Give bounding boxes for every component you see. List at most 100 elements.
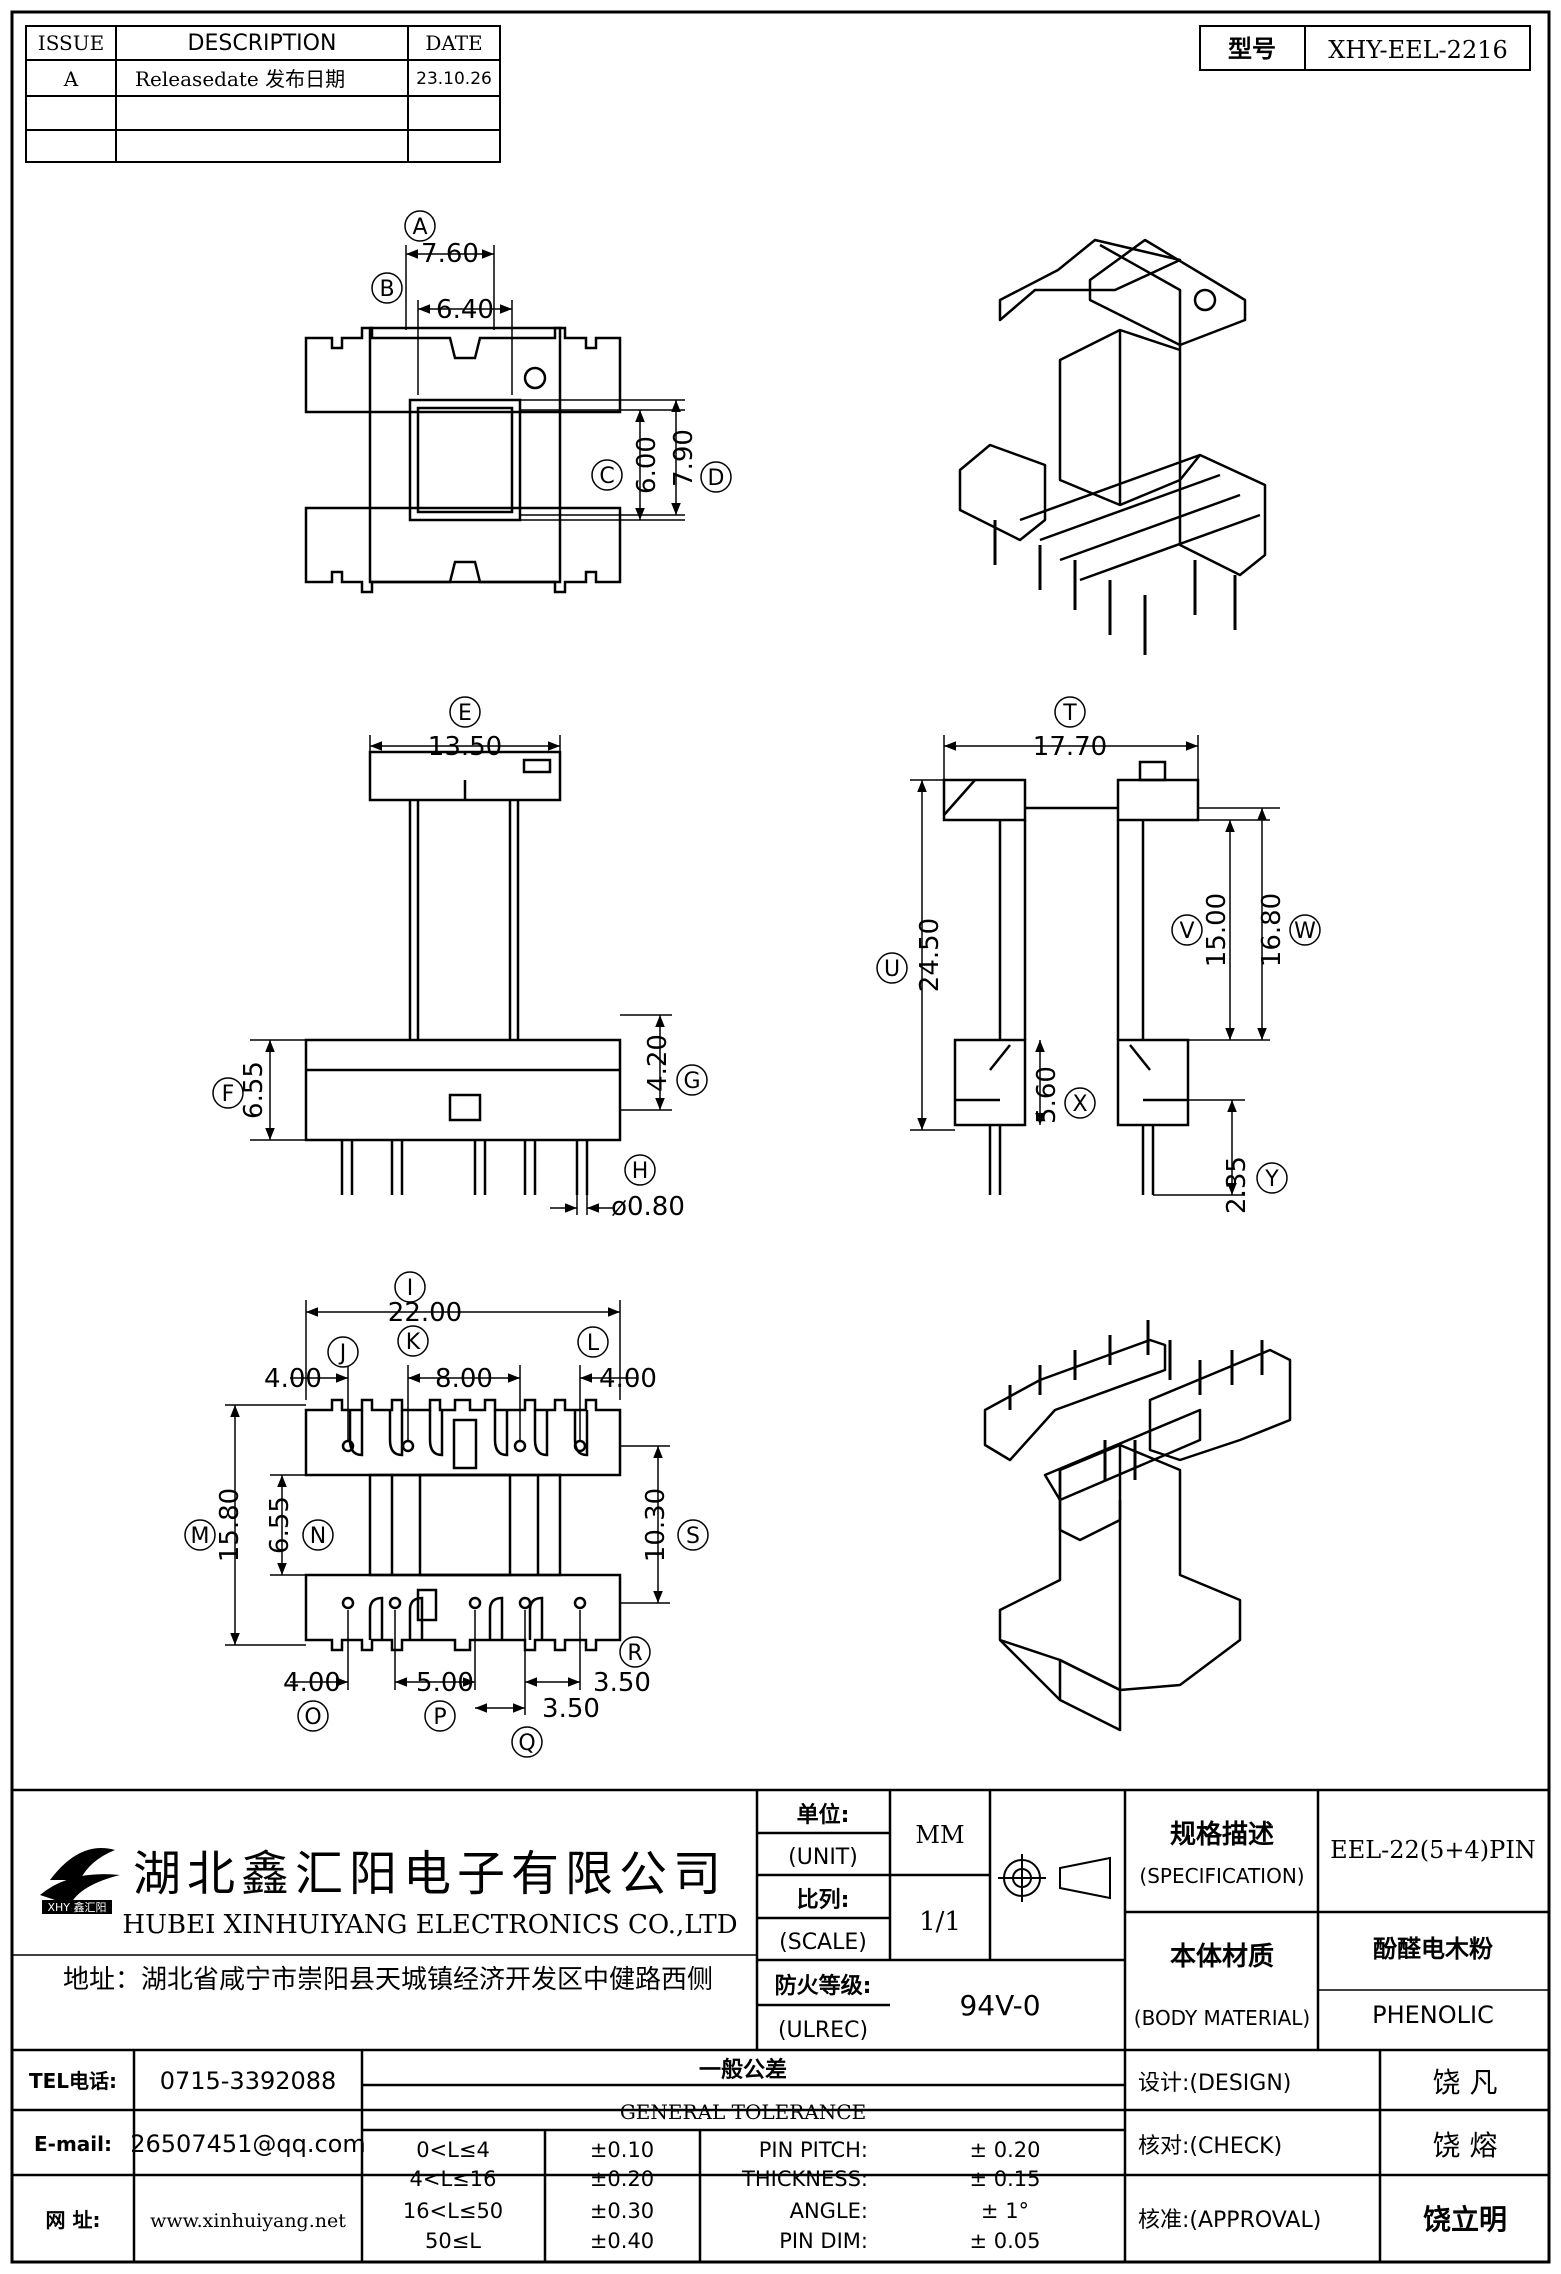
tol-range-0: 0<L≤4	[416, 2138, 490, 2162]
dim-y-value: 2.35	[1222, 1156, 1252, 1214]
side-view-dimension-lines	[910, 735, 1280, 1196]
dim-w-value: 16.80	[1257, 893, 1287, 967]
tol-item-0: PIN PITCH:	[759, 2138, 868, 2162]
spec-label-cn: 规格描述	[1170, 1819, 1274, 1850]
svg-text:S: S	[686, 1524, 700, 1549]
svg-text:N: N	[310, 1524, 326, 1549]
svg-text:M: M	[191, 1524, 210, 1549]
svg-text:J: J	[338, 1341, 347, 1366]
balloon-a: A	[404, 210, 436, 242]
tol-item-2: ANGLE:	[790, 2199, 868, 2223]
dim-q-value: 3.50	[542, 1694, 600, 1724]
balloon-g: G	[676, 1064, 708, 1096]
company-name-en: HUBEI XINHUIYANG ELECTRONICS CO.,LTD	[122, 1910, 737, 1940]
tol-value-3: ±0.40	[590, 2229, 654, 2253]
svg-text:I: I	[407, 1276, 414, 1301]
spec-value: EEL-22(5+4)PIN	[1330, 1836, 1536, 1864]
tol-item-value-2: ± 1°	[981, 2199, 1029, 2223]
tol-item-1: THICKNESS:	[741, 2167, 868, 2191]
material-label-en: (BODY MATERIAL)	[1134, 2006, 1310, 2030]
bottom-view	[304, 1398, 622, 1652]
tol-range-1: 4<L≤16	[410, 2167, 497, 2191]
svg-text:W: W	[1294, 919, 1316, 944]
balloon-q: Q	[511, 1726, 543, 1758]
svg-text:C: C	[599, 464, 614, 489]
dim-k-value: 8.00	[435, 1364, 493, 1394]
isometric-view-top	[958, 238, 1267, 655]
ul-value: 94V-0	[959, 1989, 1040, 2022]
material-label-cn: 本体材质	[1170, 1942, 1274, 1972]
model-box	[1199, 25, 1531, 71]
front-view-dimension-lines	[250, 735, 672, 1215]
front-view	[304, 750, 622, 1195]
balloon-l: L	[577, 1326, 609, 1358]
check-name: 饶 熔	[1433, 2129, 1498, 2162]
company-logo: XHY 鑫汇阳	[40, 1848, 120, 1914]
balloon-c: C	[591, 459, 623, 491]
balloon-t: T	[1054, 696, 1086, 728]
scale-label-cn: 比列:	[797, 1888, 850, 1913]
tol-range-2: 16<L≤50	[403, 2199, 503, 2223]
model-value: XHY-EEL-2216	[1328, 36, 1508, 64]
bottom-view-dimension-lines	[225, 1300, 670, 1715]
svg-text:G: G	[683, 1069, 700, 1094]
dim-c-value: 6.00	[632, 436, 662, 494]
svg-text:D: D	[708, 466, 725, 491]
rev-row-description: Releasedate 发布日期	[135, 67, 345, 91]
balloon-r: R	[619, 1636, 651, 1668]
isometric-view-bottom	[983, 1320, 1292, 1732]
tel-label: TEL电话:	[29, 2069, 117, 2093]
tolerance-title-en: GENERAL TOLERANCE	[620, 2100, 866, 2124]
svg-text:P: P	[433, 1705, 446, 1730]
balloon-j: J	[327, 1336, 359, 1368]
tolerance-title-cn: 一般公差	[699, 2057, 787, 2083]
tol-item-3: PIN DIM:	[779, 2229, 868, 2253]
rev-header-issue: ISSUE	[38, 31, 104, 55]
company-name-cn: 湖北鑫汇阳电子有限公司	[133, 1846, 727, 1902]
balloon-y: Y	[1256, 1162, 1288, 1194]
revision-table	[25, 25, 501, 163]
material-value-en: PHENOLIC	[1372, 2001, 1494, 2029]
dim-j-value: 4.00	[264, 1364, 322, 1394]
tol-item-value-3: ± 0.05	[969, 2229, 1040, 2253]
rev-row-date: 23.10.26	[416, 69, 492, 89]
dim-o-value: 4.00	[283, 1668, 341, 1698]
dim-h-value: ø0.80	[611, 1192, 685, 1222]
tol-value-2: ±0.30	[590, 2199, 654, 2223]
dim-m-value: 15.80	[215, 1488, 245, 1562]
sheet-frame	[10, 10, 1551, 2264]
balloon-w: W	[1289, 914, 1321, 946]
tol-item-value-0: ± 0.20	[969, 2138, 1040, 2162]
email-value: 26507451@qq.com	[130, 2130, 366, 2158]
web-value: www.xinhuiyang.net	[150, 2210, 346, 2232]
svg-text:XHY 鑫汇阳: XHY 鑫汇阳	[47, 1900, 106, 1914]
approval-name: 饶立明	[1423, 2203, 1507, 2236]
balloon-x: X	[1064, 1087, 1096, 1119]
balloon-n: N	[302, 1519, 334, 1551]
svg-text:T: T	[1062, 701, 1077, 726]
unit-value: MM	[915, 1821, 964, 1849]
rev-header-date: DATE	[425, 31, 482, 55]
approval-label: 核准:(APPROVAL)	[1138, 2208, 1321, 2233]
dim-p-value: 5.00	[416, 1668, 474, 1698]
top-view	[304, 326, 622, 594]
dim-r-value: 3.50	[593, 1668, 651, 1698]
balloon-i: I	[394, 1271, 426, 1303]
top-view-dimension-lines	[405, 245, 685, 521]
rev-header-description: DESCRIPTION	[188, 31, 337, 56]
svg-text:L: L	[587, 1331, 600, 1356]
svg-text:Q: Q	[518, 1731, 535, 1756]
balloon-p: P	[424, 1700, 456, 1732]
balloon-m: M	[184, 1519, 216, 1551]
dim-i-value: 22.00	[388, 1298, 462, 1328]
svg-text:X: X	[1072, 1092, 1087, 1117]
model-label: 型号	[1228, 35, 1276, 63]
svg-text:A: A	[412, 215, 427, 240]
dim-d-value: 7.90	[669, 429, 699, 487]
side-view	[942, 760, 1200, 1195]
material-value-cn: 酚醛电木粉	[1373, 1935, 1493, 1963]
balloon-b: B	[371, 272, 403, 304]
dim-e-value: 13.50	[428, 732, 502, 762]
balloon-v: V	[1171, 914, 1203, 946]
title-block-lines	[12, 1788, 1549, 2262]
